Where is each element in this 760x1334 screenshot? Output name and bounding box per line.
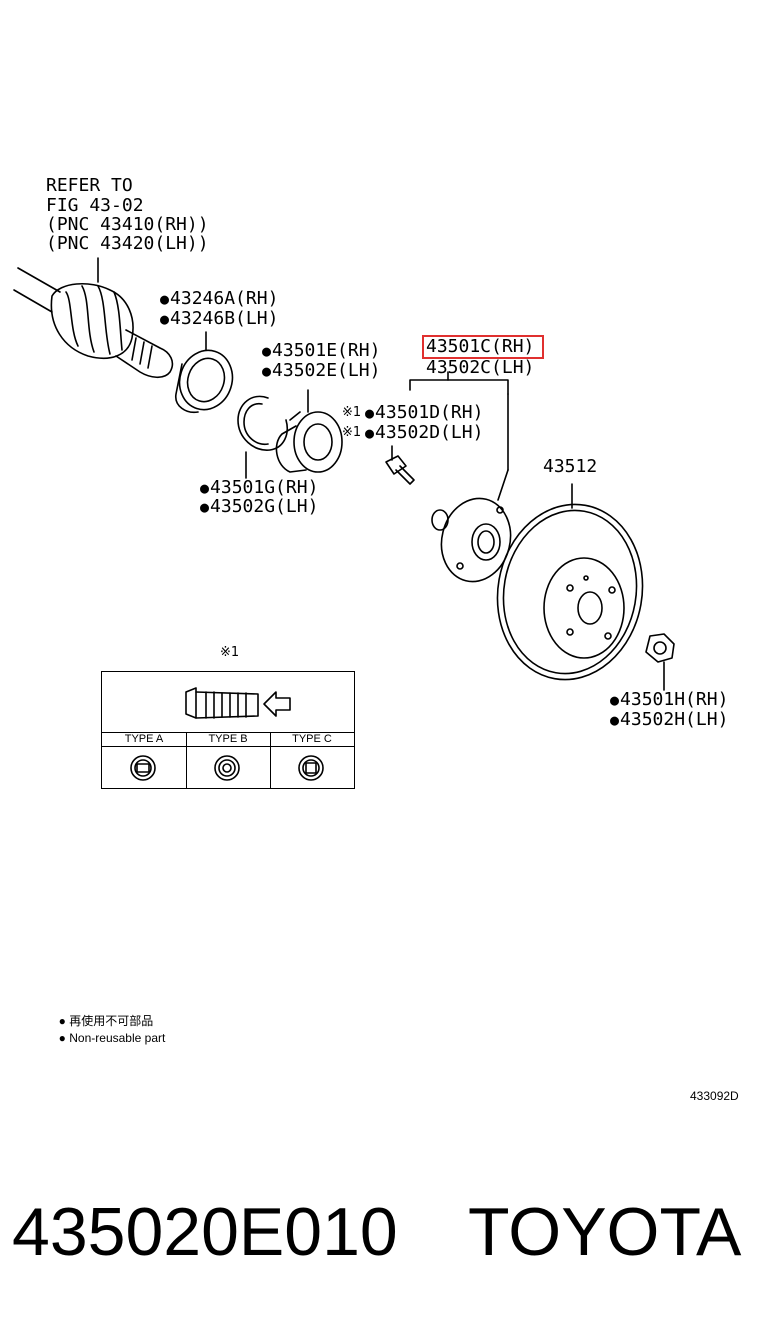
label-43246a: 43246A(RH) <box>160 289 278 309</box>
brake-disc-drawing <box>496 483 644 681</box>
legend-cn-text: 再使用不可部品 <box>69 1014 154 1028</box>
label-43502d: 43502D(LH) <box>365 423 483 443</box>
label-43502h: 43502H(LH) <box>610 710 728 730</box>
ring-43246-drawing <box>175 331 234 414</box>
snap-ring-drawing <box>237 395 288 479</box>
inset-ref-mark: ※1 <box>220 645 240 660</box>
bullet-icon: ● <box>58 1014 66 1028</box>
label-43502c: 43502C(LH) <box>426 357 535 378</box>
brand-name: TOYOTA <box>468 1194 742 1270</box>
legend-en: ● Non-reusable part <box>52 1017 166 1045</box>
refer-to-line-3: (PNC 43410(RH)) <box>46 214 209 235</box>
ref-mark-43502d: ※1 <box>342 425 362 440</box>
table-divider <box>102 732 354 733</box>
label-43501e: 43501E(RH) <box>262 341 380 361</box>
label-43502e: 43502E(LH) <box>262 361 380 381</box>
bearing-drawing <box>275 389 343 473</box>
type-b-header: TYPE B <box>208 733 248 745</box>
inset-stud-drawing <box>185 687 291 719</box>
legend-cn: ● 再使用不可部品 <box>52 1000 154 1028</box>
bullet-icon: ● <box>58 1031 66 1045</box>
part-number: 435020E010 <box>12 1194 398 1270</box>
drive-shaft-drawing <box>13 257 174 379</box>
table-divider <box>270 732 271 789</box>
inset-type-table: TYPE A TYPE B TYPE C <box>101 671 355 789</box>
label-43246b: 43246B(LH) <box>160 309 278 329</box>
label-43501d: 43501D(RH) <box>365 403 483 423</box>
label-43501g: 43501G(RH) <box>200 478 318 498</box>
hub-bolt-drawing <box>385 445 415 485</box>
refer-to-line-2: FIG 43-02 <box>46 195 144 216</box>
label-43501c: 43501C(RH) <box>426 336 535 357</box>
inset-type-icons <box>130 755 324 781</box>
figure-code: 433092D <box>690 1089 739 1103</box>
table-divider <box>102 746 354 747</box>
type-a-header: TYPE A <box>124 733 164 745</box>
label-43512: 43512 <box>543 456 598 477</box>
ref-mark-43501d: ※1 <box>342 405 362 420</box>
table-divider <box>186 732 187 789</box>
label-43501h: 43501H(RH) <box>610 690 728 710</box>
legend-en-text: Non-reusable part <box>69 1031 166 1045</box>
type-c-header: TYPE C <box>292 733 332 745</box>
hub-nut-drawing <box>645 633 675 691</box>
highlight-box <box>422 335 544 359</box>
label-43502g: 43502G(LH) <box>200 497 318 517</box>
refer-to-line-1: REFER TO <box>46 175 133 196</box>
refer-to-line-4: (PNC 43420(LH)) <box>46 233 209 254</box>
